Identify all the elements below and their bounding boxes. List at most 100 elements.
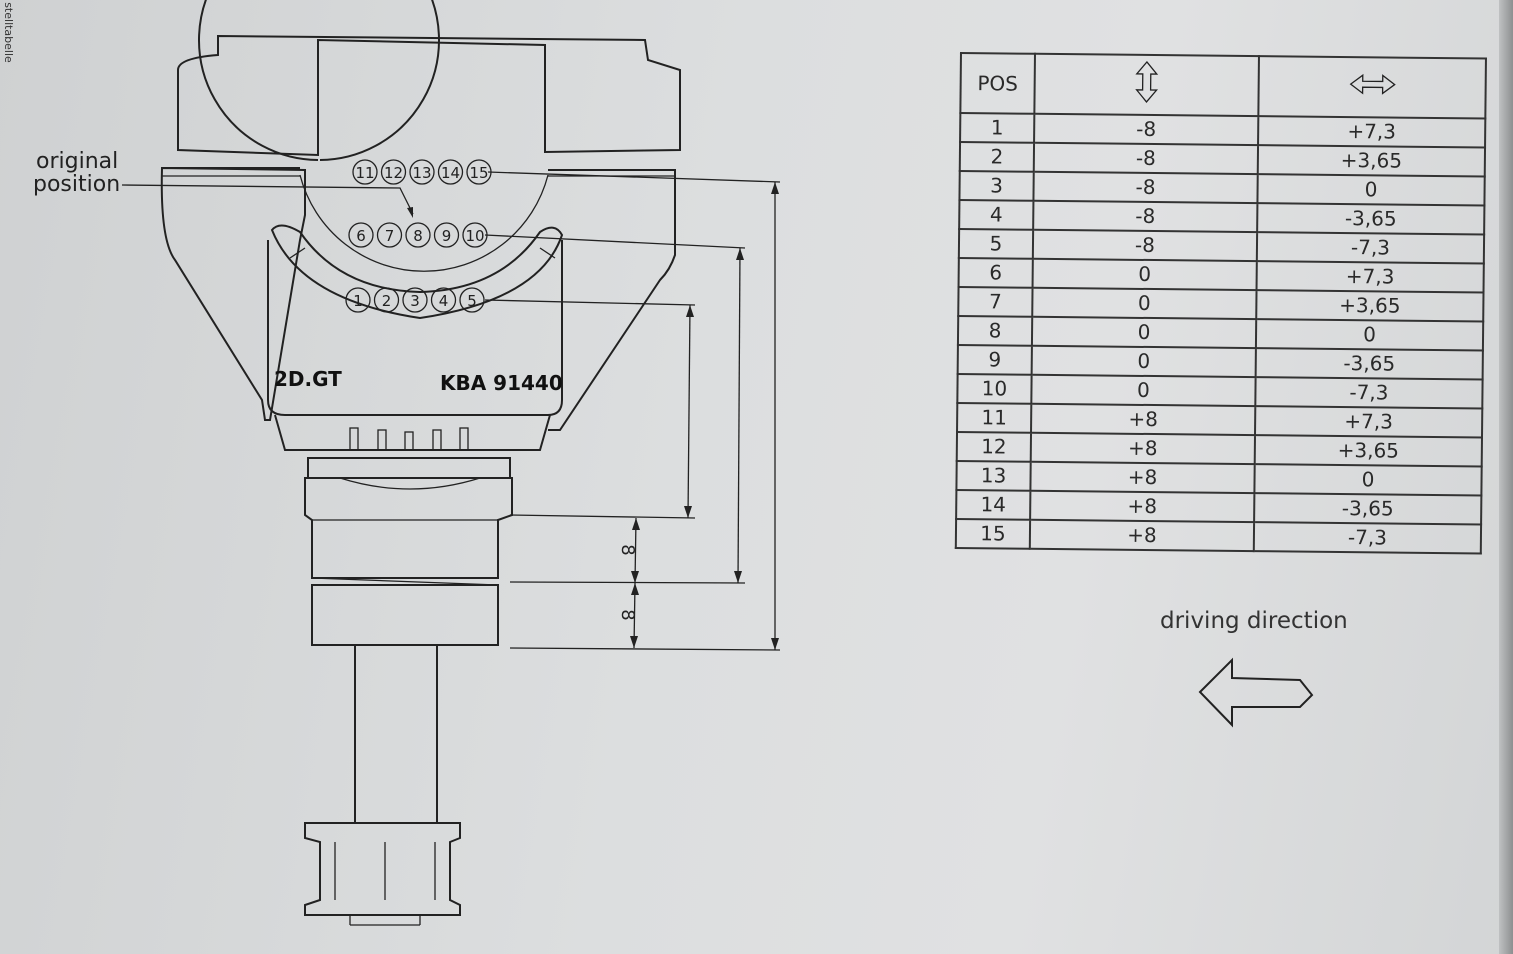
cell-vertical: 0 [1032, 258, 1257, 291]
driving-direction-label: driving direction [1160, 608, 1348, 634]
vertical-double-arrow-icon [1135, 60, 1159, 103]
position-marker-circle [348, 222, 374, 248]
cell-vertical: 0 [1031, 316, 1257, 349]
cell-horizontal: +7,3 [1255, 406, 1483, 438]
cell-horizontal: +3,65 [1254, 435, 1482, 467]
position-marker-circle [376, 222, 403, 248]
stem [304, 457, 513, 646]
original-position-label: original [36, 149, 118, 174]
cell-vertical: -8 [1033, 200, 1258, 233]
bolt-shaft [354, 644, 438, 824]
header-pos: POS [960, 53, 1035, 114]
adjustment-arc [270, 224, 564, 320]
position-marker-circle [405, 222, 431, 248]
cell-vertical: -8 [1033, 171, 1258, 204]
position-marker-number: 7 [385, 227, 395, 245]
original-position-label-2: position [33, 172, 120, 197]
position-marker-circle [409, 159, 435, 185]
lower-body [267, 240, 563, 416]
position-marker-circle [459, 287, 485, 313]
cell-pos: 12 [956, 431, 1032, 462]
cell-pos: 15 [955, 518, 1031, 549]
position-marker-number: 3 [410, 292, 420, 310]
cell-vertical: 0 [1031, 374, 1256, 407]
nut [304, 822, 461, 916]
cell-pos: 14 [956, 489, 1031, 520]
position-marker-circle [380, 159, 407, 185]
cell-pos: 1 [960, 113, 1035, 143]
clamp-body [160, 166, 306, 421]
cell-vertical: -8 [1032, 229, 1258, 262]
header-horizontal [1258, 56, 1486, 119]
cell-vertical: -8 [1033, 142, 1259, 175]
position-marker-number: 9 [442, 227, 452, 245]
cell-horizontal: -3,65 [1255, 348, 1483, 380]
table-row: 15+8-7,3 [955, 518, 1482, 554]
cell-horizontal: +7,3 [1258, 116, 1486, 148]
header-vertical [1034, 53, 1259, 117]
cell-vertical: +8 [1030, 490, 1255, 523]
cell-pos: 8 [957, 315, 1033, 346]
bar-clamp-circle [198, 0, 440, 161]
cell-horizontal: 0 [1257, 174, 1485, 206]
dimension-upper-label: 8 [617, 544, 638, 555]
position-marker-circle [437, 159, 464, 185]
position-marker-circle [433, 222, 460, 248]
cell-horizontal: +7,3 [1256, 261, 1484, 293]
cell-pos: 5 [958, 229, 1034, 259]
cell-horizontal: 0 [1254, 464, 1482, 496]
position-marker-number: 5 [467, 292, 477, 310]
position-marker-number: 8 [413, 227, 423, 245]
position-marker-number: 15 [469, 164, 488, 182]
position-marker-circle [373, 287, 400, 313]
position-marker-circle [402, 287, 428, 313]
dimension-lower-label: 8 [617, 609, 638, 620]
horizontal-double-arrow-icon [1349, 73, 1396, 95]
model-label: 2D.GT [274, 367, 342, 391]
dimension-lines [630, 182, 779, 650]
cell-vertical: +8 [1029, 519, 1255, 552]
page-edge [1499, 0, 1513, 954]
cell-pos: 3 [959, 171, 1034, 201]
cell-horizontal: -7,3 [1255, 377, 1483, 409]
cell-horizontal: 0 [1255, 319, 1484, 351]
cell-pos: 13 [956, 460, 1031, 491]
cell-pos: 11 [957, 402, 1032, 433]
position-marker-number: 1 [353, 292, 363, 310]
position-marker-circle [345, 287, 371, 313]
cell-vertical: +8 [1031, 403, 1256, 436]
cell-pos: 10 [957, 373, 1032, 404]
cell-horizontal: -7,3 [1253, 522, 1482, 554]
cell-pos: 7 [958, 286, 1033, 317]
cell-pos: 2 [959, 142, 1035, 172]
position-marker-number: 2 [382, 292, 392, 310]
cell-vertical: +8 [1030, 432, 1256, 465]
table-header-row: POS [960, 53, 1486, 119]
position-marker-circle [352, 159, 378, 185]
cell-vertical: 0 [1031, 345, 1256, 378]
position-marker-number: 4 [439, 292, 449, 310]
cell-horizontal: -7,3 [1256, 232, 1485, 264]
cell-vertical: -8 [1034, 113, 1259, 146]
cell-vertical: 0 [1032, 287, 1257, 320]
left-arrow-icon [1198, 657, 1314, 728]
cell-vertical: +8 [1030, 461, 1255, 494]
cell-pos: 6 [958, 257, 1033, 288]
position-marker-number: 12 [384, 164, 403, 182]
cell-pos: 4 [959, 200, 1034, 230]
cell-horizontal: +3,65 [1257, 145, 1486, 177]
cell-horizontal: +3,65 [1256, 290, 1484, 322]
cell-horizontal: -3,65 [1257, 203, 1485, 235]
cell-pos: 9 [957, 344, 1032, 375]
position-marker-number: 14 [441, 164, 460, 182]
position-marker-number: 11 [355, 164, 374, 182]
lower-teeth [349, 427, 469, 451]
position-marker-number: 6 [356, 227, 366, 245]
cell-horizontal: -3,65 [1254, 493, 1482, 525]
position-marker-number: 10 [465, 227, 484, 245]
position-marker-circle [430, 287, 457, 313]
